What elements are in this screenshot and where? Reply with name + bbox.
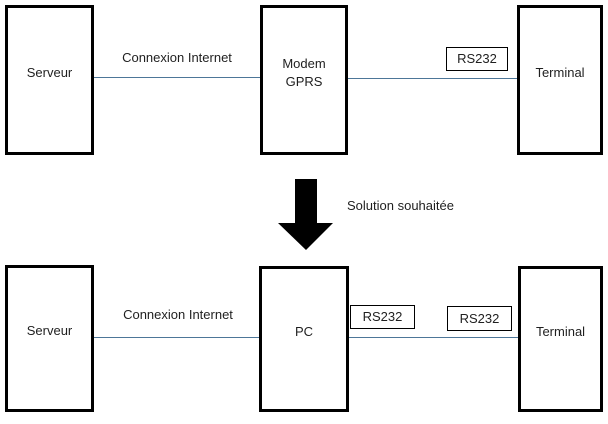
connexion-internet-label-top: Connexion Internet: [122, 50, 232, 65]
serveur-label-top: Serveur: [26, 64, 73, 80]
rs232-box-top: RS232: [446, 47, 508, 71]
rs232-label-top: RS232: [457, 51, 497, 66]
terminal-box-bottom: Terminal: [518, 266, 603, 412]
terminal-box-top: Terminal: [517, 5, 603, 155]
connector-serveur-modem: [94, 77, 260, 78]
serveur-box-top: Serveur: [5, 5, 94, 155]
rs232-label-bottom-right: RS232: [459, 310, 500, 326]
serveur-box-bottom: Serveur: [5, 265, 94, 412]
pc-box: PC: [259, 266, 349, 412]
modem-gprs-box: Modem GPRS: [260, 5, 348, 155]
pc-label: PC: [294, 323, 314, 339]
modem-label-line1: Modem: [282, 55, 326, 71]
modem-label-line2: GPRS: [285, 73, 323, 89]
connector-serveur-pc: [94, 337, 259, 338]
rs232-label-bottom-left: RS232: [362, 309, 403, 324]
connector-pc-terminal: [349, 337, 518, 338]
solution-souhaitee-label: Solution souhaitée: [347, 198, 454, 213]
rs232-box-bottom-right: RS232: [447, 306, 512, 331]
down-arrow-icon: [278, 179, 333, 250]
terminal-label-top: Terminal: [535, 64, 585, 80]
rs232-box-bottom-left: RS232: [350, 305, 415, 329]
terminal-label-bottom: Terminal: [535, 323, 586, 339]
connector-modem-terminal: [348, 78, 517, 79]
serveur-label-bottom: Serveur: [26, 323, 73, 338]
connexion-internet-label-bottom: Connexion Internet: [123, 307, 233, 322]
